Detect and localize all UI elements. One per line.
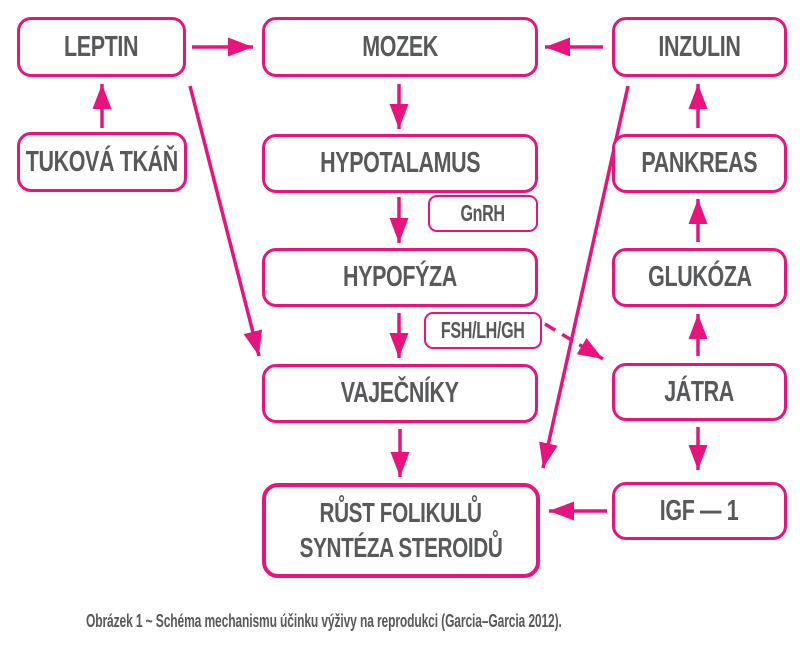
node-leptin: LEPTIN bbox=[17, 17, 186, 77]
node-glukoza: GLUKÓZA bbox=[612, 248, 787, 307]
node-hypotalamus: HYPOTALAMUS bbox=[262, 134, 538, 193]
node-igf1-label: IGF — 1 bbox=[660, 494, 739, 527]
node-tukova-tkan: TUKOVÁ TKÁŇ bbox=[17, 132, 187, 192]
node-pankreas-label: PANKREAS bbox=[641, 147, 758, 179]
node-glukoza-label: GLUKÓZA bbox=[647, 261, 752, 293]
node-jatra: JÁTRA bbox=[612, 363, 787, 421]
node-vajecniky: VAJEČNÍKY bbox=[262, 364, 538, 423]
node-hypotalamus-label: HYPOTALAMUS bbox=[319, 147, 481, 179]
node-mozek: MOZEK bbox=[262, 17, 538, 77]
edge-leptin-vajecniky bbox=[188, 85, 263, 357]
node-vajecniky-label: VAJEČNÍKY bbox=[341, 377, 459, 409]
figure-caption-text: Obrázek 1 ~ Schéma mechanismu účinku výž… bbox=[86, 611, 562, 631]
node-fsh-lh-gh: FSH/LH/GH bbox=[424, 312, 542, 349]
node-rust-folikulu: RŮST FOLIKULŮ SYNTÉZA STEROIDŮ bbox=[262, 483, 540, 578]
node-rust-folikulu-line2: SYNTÉZA STEROIDŮ bbox=[299, 531, 503, 563]
node-hypofyza: HYPOFÝZA bbox=[262, 248, 538, 307]
node-gnrh-label: GnRH bbox=[460, 200, 506, 226]
node-jatra-label: JÁTRA bbox=[664, 375, 735, 408]
node-tukova-tkan-label: TUKOVÁ TKÁŇ bbox=[25, 145, 179, 178]
edge-fsh-jatra bbox=[544, 322, 604, 361]
node-pankreas: PANKREAS bbox=[612, 134, 787, 193]
node-inzulin: INZULIN bbox=[612, 17, 787, 77]
node-gnrh: GnRH bbox=[428, 195, 538, 232]
node-leptin-label: LEPTIN bbox=[64, 30, 139, 63]
node-rust-folikulu-line1: RŮST FOLIKULŮ bbox=[319, 497, 483, 529]
node-igf1: IGF — 1 bbox=[612, 482, 787, 540]
node-mozek-label: MOZEK bbox=[362, 30, 438, 63]
figure-caption: Obrázek 1 ~ Schéma mechanismu účinku výž… bbox=[86, 611, 796, 632]
node-hypofyza-label: HYPOFÝZA bbox=[343, 261, 457, 293]
node-fsh-lh-gh-label: FSH/LH/GH bbox=[441, 317, 525, 343]
node-inzulin-label: INZULIN bbox=[658, 30, 741, 63]
